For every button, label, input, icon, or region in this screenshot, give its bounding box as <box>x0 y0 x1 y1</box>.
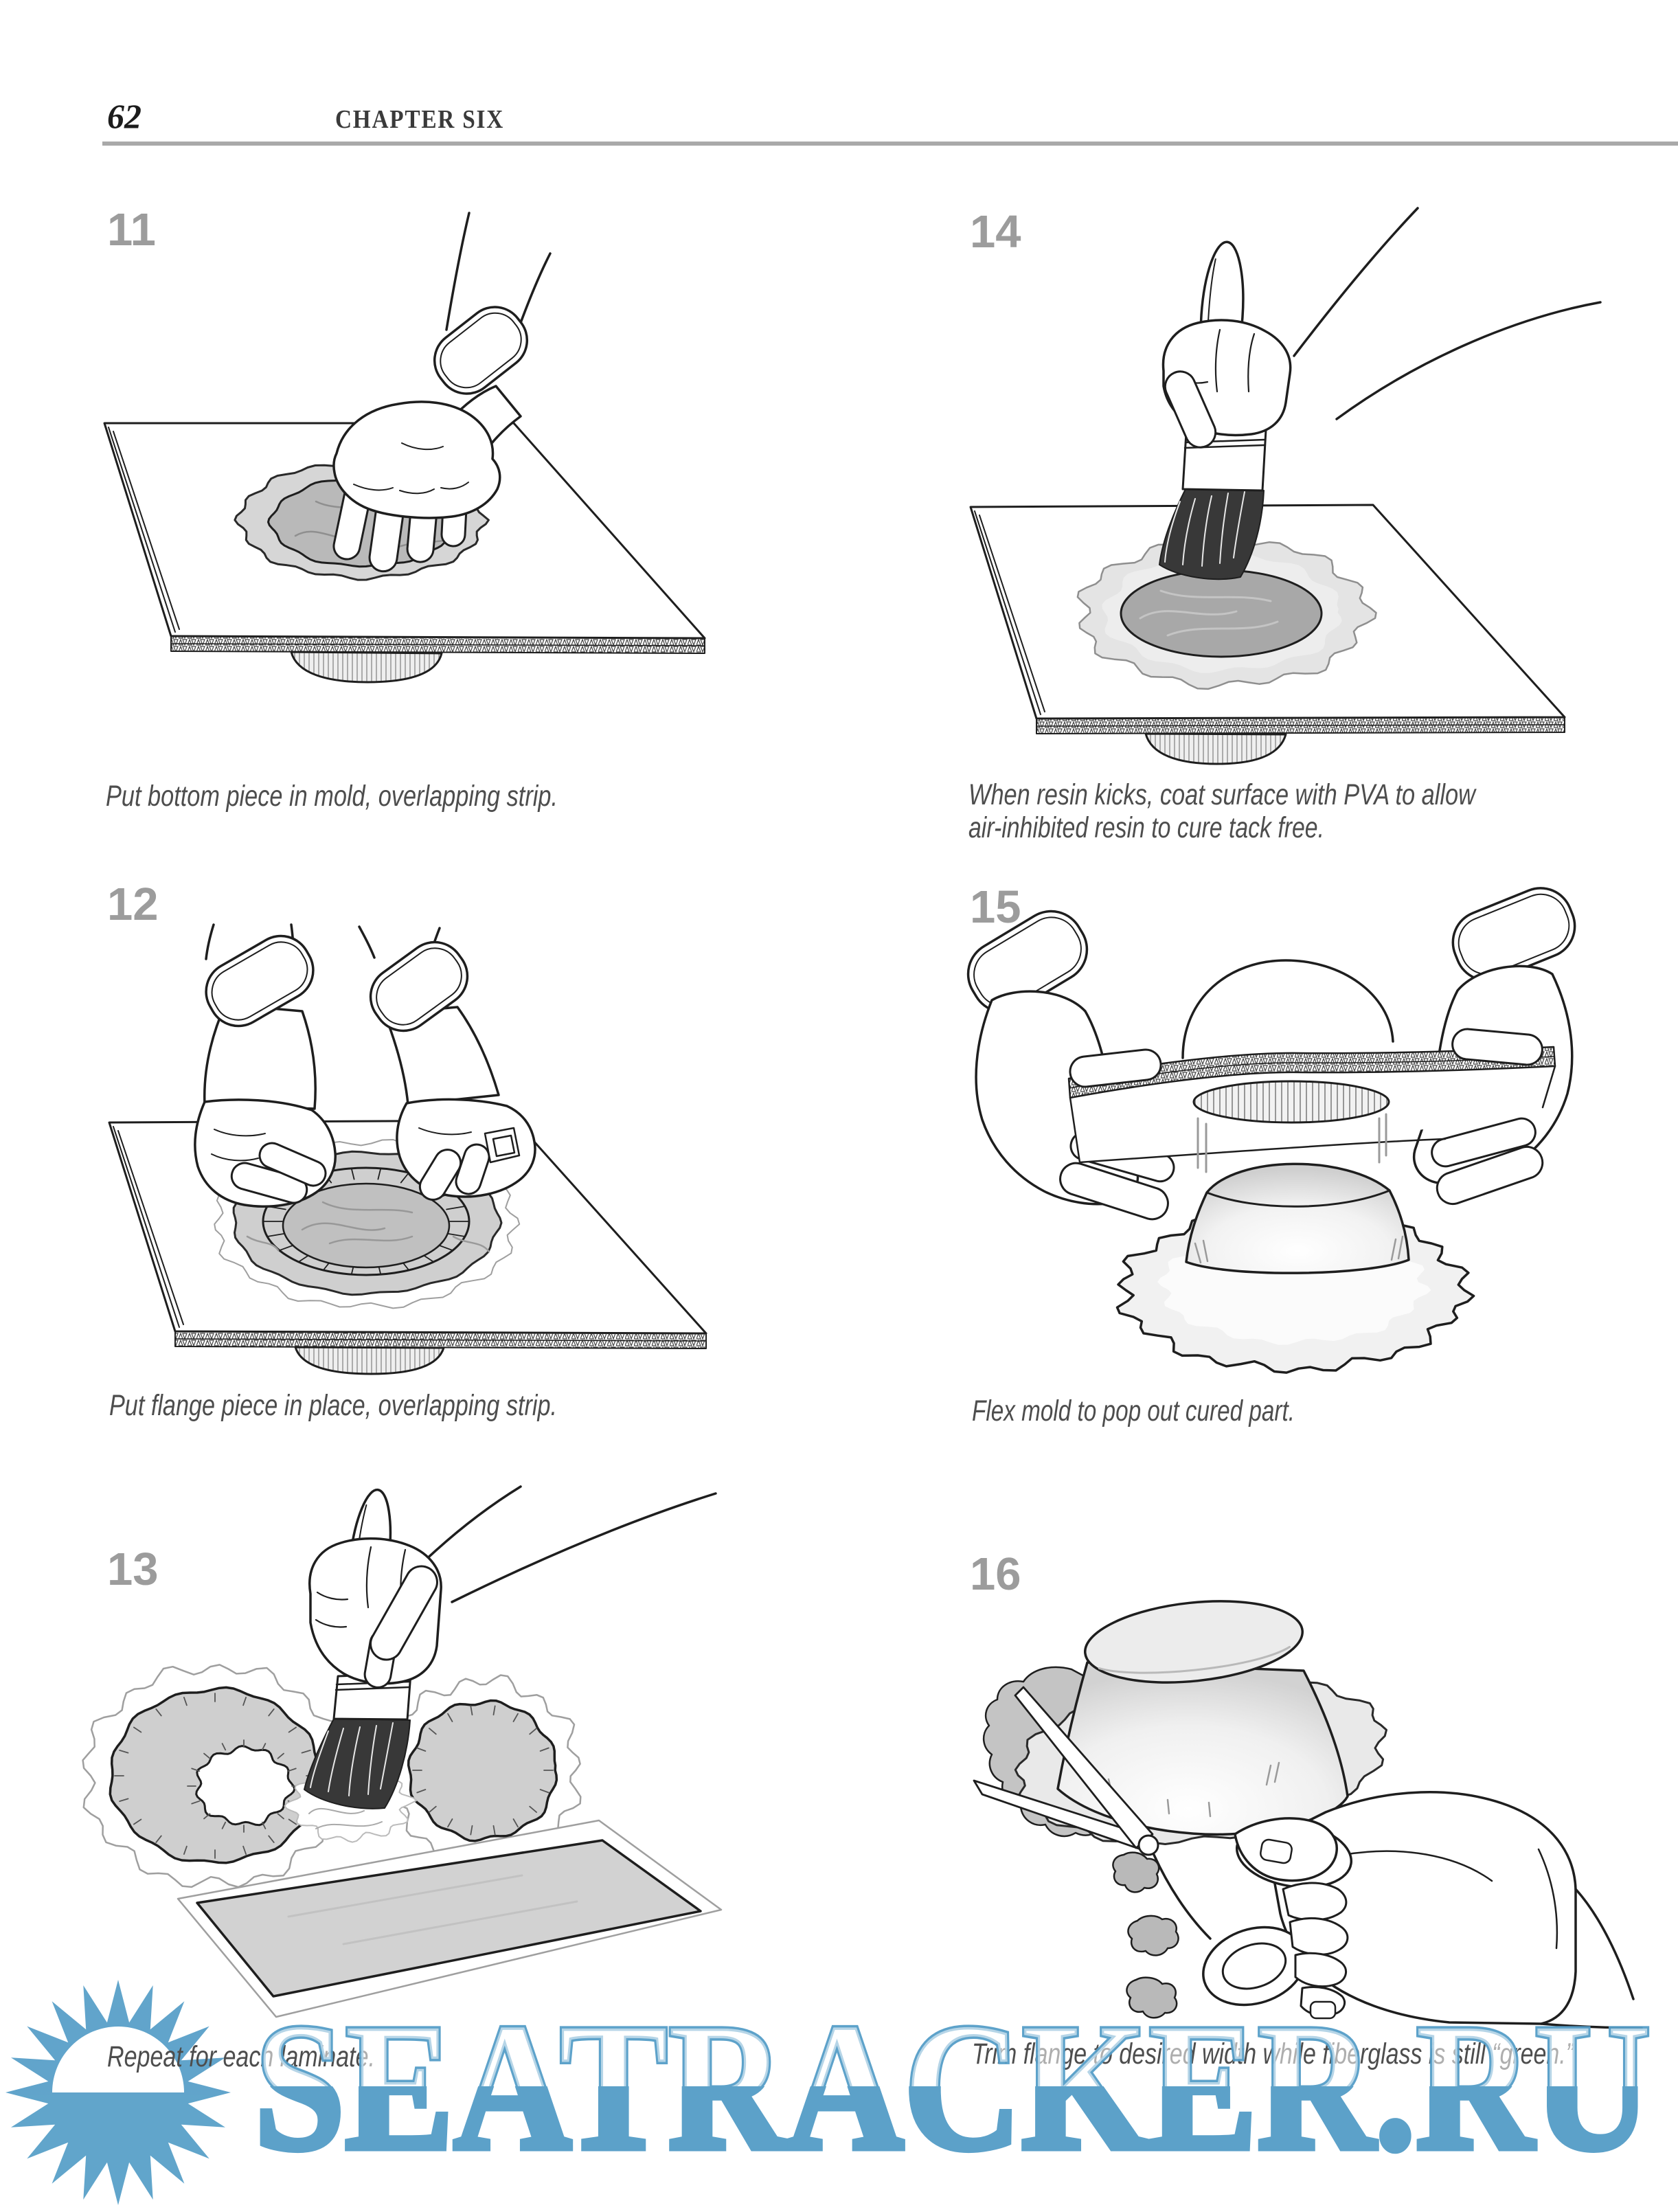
svg-text:11: 11 <box>107 204 156 256</box>
svg-text:16: 16 <box>970 1548 1021 1600</box>
svg-text:15: 15 <box>970 881 1021 933</box>
svg-text:SEATRACKER.RU: SEATRACKER.RU <box>254 1985 1651 2188</box>
svg-text:CHAPTER SIX: CHAPTER SIX <box>335 105 504 134</box>
svg-text:Trim flange to desired width w: Trim flange to desired width while fiber… <box>972 2038 1574 2070</box>
svg-text:14: 14 <box>970 206 1021 258</box>
svg-text:12: 12 <box>107 879 159 930</box>
svg-text:air-inhibited resin to cure ta: air-inhibited resin to cure tack free. <box>968 811 1324 844</box>
svg-text:13: 13 <box>107 1544 159 1595</box>
svg-text:SEATRACKER.RU: SEATRACKER.RU <box>254 1985 1651 2188</box>
svg-text:Flex mold to pop out cured par: Flex mold to pop out cured part. <box>972 1395 1295 1427</box>
svg-text:Put bottom piece in mold, over: Put bottom piece in mold, overlapping st… <box>106 780 558 813</box>
svg-text:Repeat for each laminate.: Repeat for each laminate. <box>107 2040 375 2073</box>
svg-text:Put flange piece in place, ove: Put flange piece in place, overlapping s… <box>109 1389 557 1422</box>
svg-text:When resin kicks, coat surface: When resin kicks, coat surface with PVA … <box>968 778 1477 811</box>
svg-text:62: 62 <box>107 97 141 135</box>
